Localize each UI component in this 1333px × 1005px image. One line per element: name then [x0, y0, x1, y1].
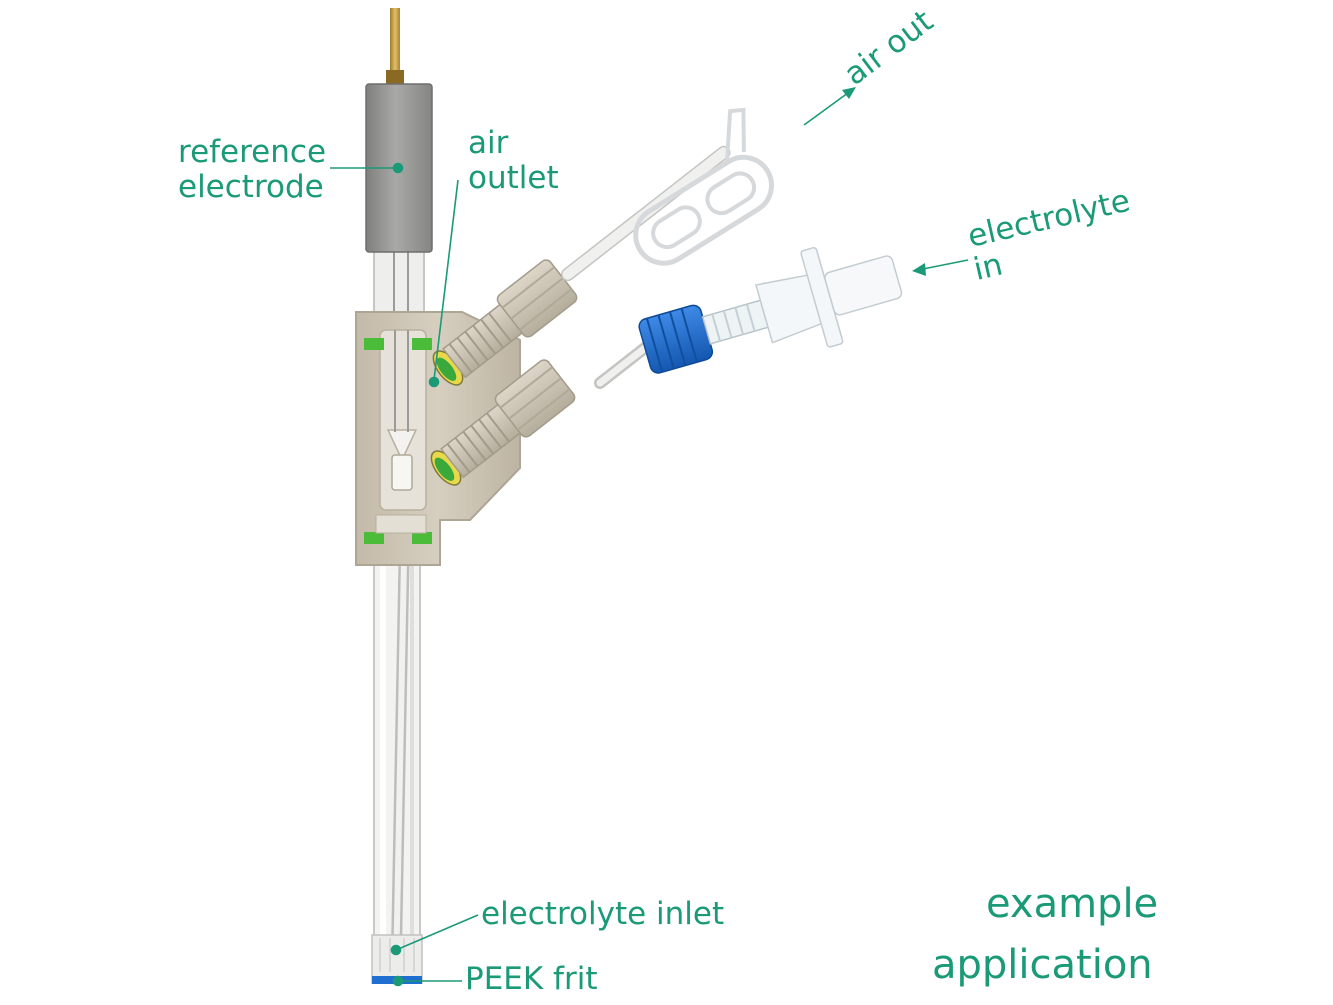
label-reference-electrode-2: electrode: [178, 169, 324, 205]
callout-lines: [330, 87, 969, 987]
reference-electrode: [365, 8, 433, 253]
label-application: application: [932, 942, 1153, 988]
label-peek-frit: PEEK frit: [465, 961, 598, 997]
label-air-outlet-1: air: [468, 125, 509, 161]
reference-glass-tube: [373, 249, 425, 321]
electrolyte-fitting: [430, 359, 576, 486]
hose-clamp: [633, 107, 774, 266]
label-example: example: [986, 881, 1159, 927]
luer-connector: [638, 246, 903, 374]
label-air-outlet-2: outlet: [468, 160, 559, 196]
label-electrolyte-inlet: electrolyte inlet: [481, 896, 725, 932]
label-reference-electrode-1: reference: [178, 134, 327, 170]
